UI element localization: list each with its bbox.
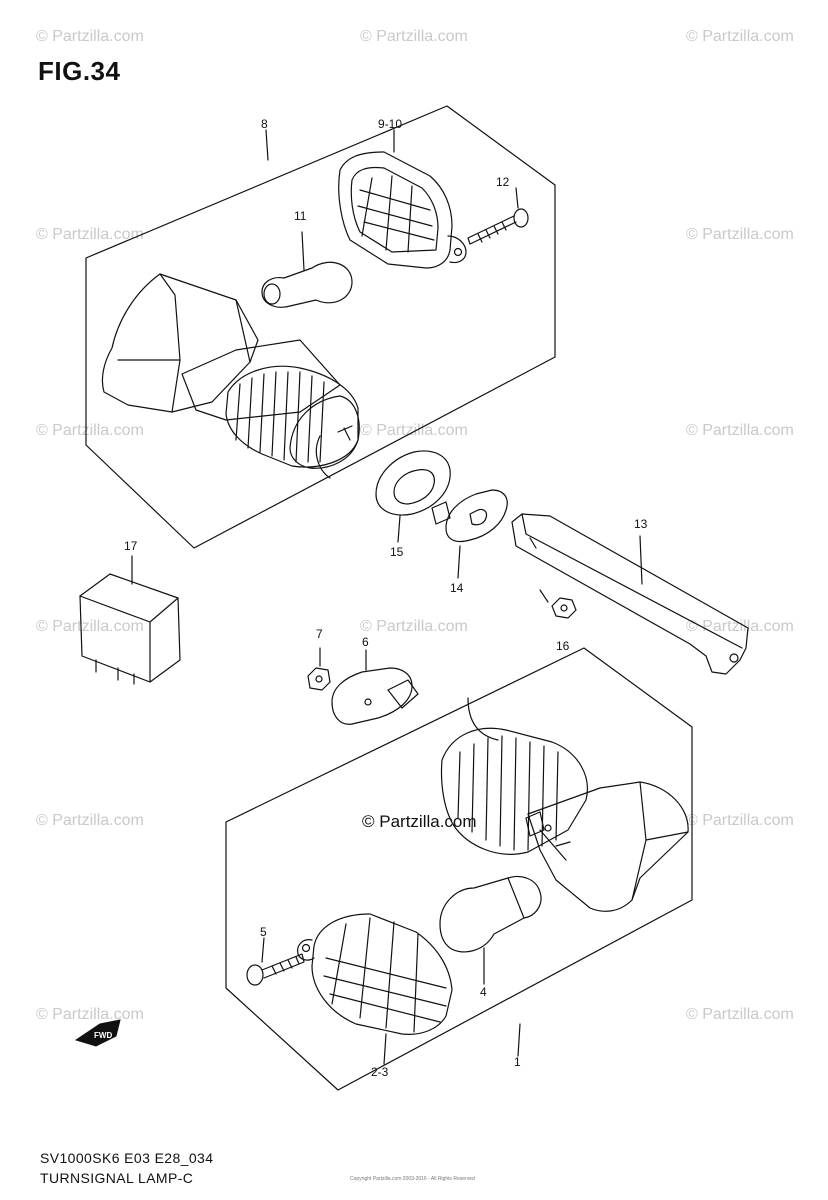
part-label-8: 8: [261, 117, 268, 131]
mounting-bracket-13: [511, 513, 749, 675]
center-watermark: © Partzilla.com: [362, 812, 477, 831]
part-label-2-3: 2-3: [371, 1065, 389, 1079]
watermark: © Partzilla.com: [36, 812, 144, 829]
watermark: © Partzilla.com: [36, 1006, 144, 1023]
leader-8: [265, 129, 269, 161]
relay-17: [79, 555, 181, 685]
assembly-frame-lower: [225, 647, 693, 1091]
part-label-5: 5: [260, 925, 267, 939]
gasket-15: [375, 450, 451, 543]
watermark: © Partzilla.com: [686, 1006, 794, 1023]
watermark: © Partzilla.com: [686, 28, 794, 45]
nut-16: [539, 589, 577, 619]
part-label-7: 7: [316, 627, 323, 641]
lower-lens: [297, 913, 453, 1065]
part-label-16: 16: [556, 639, 570, 653]
assembly-frame-upper: [85, 105, 556, 549]
figure-title: FIG.34: [38, 56, 121, 86]
model-code: SV1000SK6 E03 E28_034: [40, 1150, 214, 1166]
watermark: © Partzilla.com: [36, 422, 144, 439]
watermark: © Partzilla.com: [360, 618, 468, 635]
leader-1: [517, 1023, 521, 1057]
watermark: © Partzilla.com: [686, 618, 794, 635]
upper-bulb: [261, 231, 353, 308]
part-label-15: 15: [390, 545, 404, 559]
watermark: © Partzilla.com: [36, 226, 144, 243]
part-label-14: 14: [450, 581, 464, 595]
screw-upper: [467, 187, 529, 245]
watermark: © Partzilla.com: [686, 422, 794, 439]
lower-turnsignal-housing: [440, 697, 689, 912]
svg-text:FWD: FWD: [94, 1031, 112, 1040]
gasket-6: [331, 649, 419, 725]
part-label-1: 1: [514, 1055, 521, 1069]
diagram-caption: TURNSIGNAL LAMP-C: [40, 1170, 194, 1186]
part-label-11: 11: [294, 209, 307, 223]
copyright-note: Copyright Partzilla.com 2003-2016 - All …: [350, 1176, 475, 1182]
part-label-9-10: 9-10: [378, 117, 402, 131]
mounting-plate-14: [431, 489, 508, 579]
watermark: © Partzilla.com: [686, 226, 794, 243]
watermark: © Partzilla.com: [36, 618, 144, 635]
nut-7: [307, 647, 331, 691]
lower-bulb: [439, 875, 542, 985]
watermark: © Partzilla.com: [686, 812, 794, 829]
screw-lower: [246, 937, 305, 986]
watermark: © Partzilla.com: [36, 28, 144, 45]
upper-turnsignal-housing: [101, 273, 360, 479]
part-label-17: 17: [124, 539, 138, 553]
forward-arrow-icon: FWD: [74, 1019, 121, 1047]
part-label-12: 12: [496, 175, 510, 189]
upper-lens: [338, 129, 467, 269]
watermark: © Partzilla.com: [360, 28, 468, 45]
watermark: © Partzilla.com: [360, 422, 468, 439]
part-label-4: 4: [480, 985, 487, 999]
part-label-6: 6: [362, 635, 369, 649]
part-label-13: 13: [634, 517, 648, 531]
